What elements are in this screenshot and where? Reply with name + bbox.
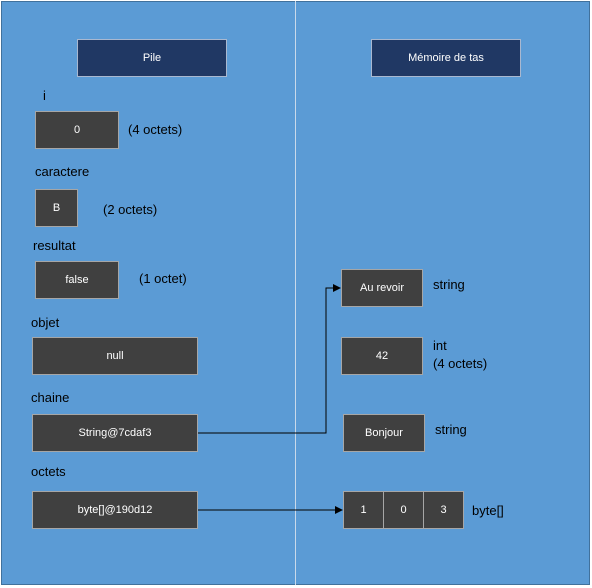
- heap-int-size: (4 octets): [433, 356, 488, 371]
- var-i-size: (4 octets): [128, 122, 183, 137]
- chaine-reference-arrow: [198, 284, 341, 434]
- column-divider: [295, 1, 296, 585]
- var-chaine-name: chaine: [31, 390, 70, 405]
- var-caractere-value: B: [35, 189, 78, 227]
- heap-string-bonjour: Bonjour: [343, 414, 425, 452]
- var-i-name: i: [43, 88, 46, 103]
- var-resultat-value: false: [35, 261, 119, 299]
- var-caractere-name: caractere: [35, 164, 90, 179]
- byte-cell: 0: [384, 492, 424, 528]
- var-resultat-name: resultat: [33, 238, 76, 253]
- var-objet-value: null: [32, 337, 198, 375]
- var-objet-name: objet: [31, 315, 60, 330]
- heap-header: Mémoire de tas: [371, 39, 521, 77]
- heap-byte-array: 1 0 3: [343, 491, 464, 529]
- heap-string-au-revoir: Au revoir: [341, 269, 423, 307]
- stack-header: Pile: [77, 39, 227, 77]
- byte-cell: 3: [440, 504, 447, 516]
- heap-int-42: 42: [341, 337, 423, 375]
- var-i-value: 0: [35, 111, 119, 149]
- var-octets-value: byte[]@190d12: [32, 491, 198, 529]
- heap-au-revoir-type: string: [433, 277, 465, 292]
- var-octets-name: octets: [31, 464, 66, 479]
- heap-bonjour-type: string: [435, 422, 467, 437]
- heap-int-type: int: [433, 338, 447, 353]
- byte-cell: 1: [344, 492, 384, 528]
- var-caractere-size: (2 octets): [103, 202, 158, 217]
- var-resultat-size: (1 octet): [139, 271, 187, 286]
- heap-byte-array-type: byte[]: [472, 503, 504, 518]
- var-chaine-value: String@7cdaf3: [32, 414, 198, 452]
